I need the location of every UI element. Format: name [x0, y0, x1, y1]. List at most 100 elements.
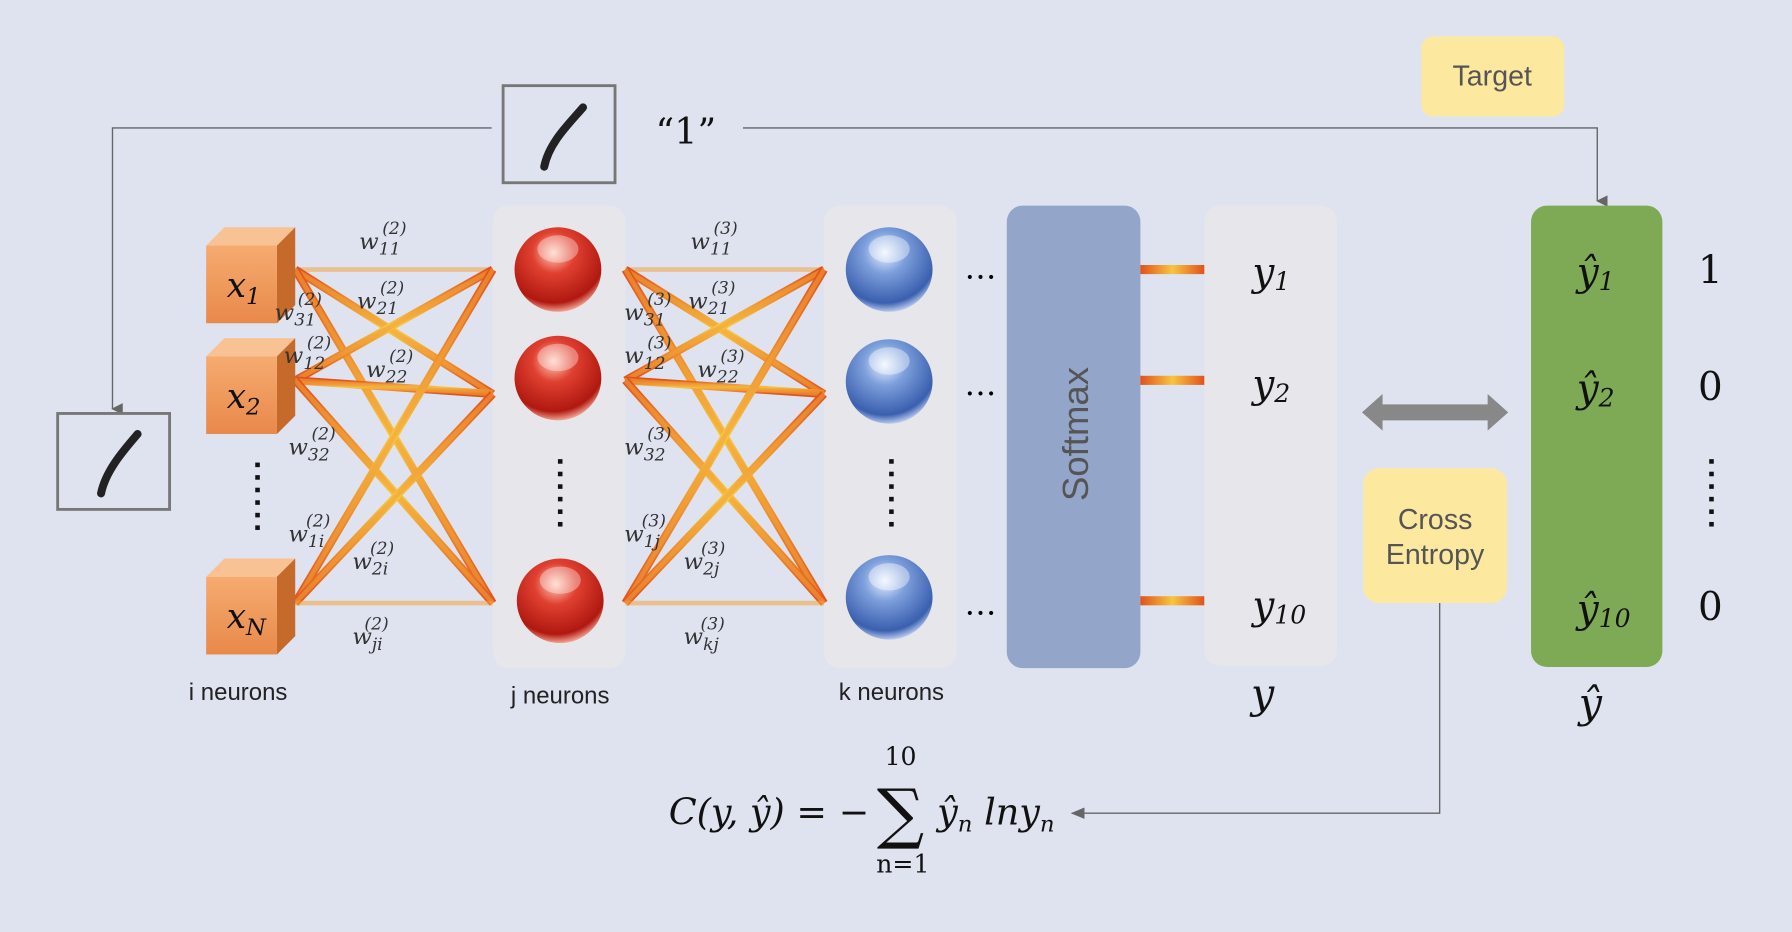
dot	[1709, 521, 1714, 527]
dot	[1709, 459, 1714, 464]
k-neurons-label: k neurons	[839, 679, 944, 706]
dot	[1709, 484, 1714, 489]
weight-edge-highlight	[295, 378, 493, 397]
weight-edge-highlight	[294, 267, 494, 383]
weight-edge-highlight	[293, 392, 495, 605]
j-neurons-label: j neurons	[510, 683, 610, 710]
hidden-neurons	[514, 227, 933, 644]
input-label: xN	[227, 597, 267, 641]
weight-edge-highlight	[293, 268, 495, 605]
weight-label-layer2: w1i(2)	[288, 512, 330, 553]
weight-label-layer2: w2i(2)	[352, 539, 394, 580]
weight-label-layer2: w11(2)	[359, 219, 406, 260]
weight-edge-highlight	[625, 378, 825, 397]
formula-term: ŷn lnyn	[935, 791, 1055, 838]
target-label-item: ŷ2	[1575, 367, 1615, 413]
weight-edge-highlight	[624, 267, 826, 396]
weight-label-layer3: w12(3)	[624, 333, 671, 374]
dot	[255, 500, 260, 505]
dot	[1709, 509, 1714, 514]
output-bar	[1140, 596, 1205, 606]
output-bar	[1140, 264, 1205, 275]
dot	[255, 487, 260, 493]
weight-edge-highlight	[293, 378, 495, 605]
k-neuron-sphere	[845, 339, 933, 424]
weight-label-layer3: w2j(3)	[684, 539, 726, 580]
weight-label-layer3: wkj(3)	[684, 614, 725, 655]
weight-edge-highlight	[623, 268, 827, 605]
dot	[889, 471, 894, 477]
input-label: x1	[227, 266, 261, 310]
cross-entropy-line1: Cross	[1398, 504, 1473, 536]
input-neurons: x1 x2 xN	[206, 227, 296, 655]
target-vector-panel	[1531, 205, 1663, 668]
formula-lhs: C(y, ŷ) = −	[669, 791, 870, 834]
dot	[255, 512, 260, 518]
k-neuron-sphere	[845, 555, 933, 640]
weight-labels: w11(2)w21(2)w31(2)w12(2)w22(2)w32(2)w1i(…	[275, 219, 745, 655]
dot	[557, 459, 563, 464]
dot	[1709, 496, 1714, 502]
weight-label-layer2: w31(2)	[275, 290, 322, 331]
cross-entropy-box: Cross Entropy	[1363, 468, 1508, 604]
formula-upper: 10	[885, 742, 917, 771]
j-neuron-sphere	[516, 558, 604, 644]
dot	[255, 462, 260, 468]
dot	[557, 496, 563, 502]
dot	[1709, 471, 1714, 477]
target-label-item: ŷ1	[1575, 251, 1615, 297]
cross-entropy-formula: C(y, ŷ) = − ∑ 10 n=1 ŷn lnyn	[669, 742, 1055, 878]
output-vector-label: y	[1249, 670, 1275, 718]
i-neurons-label: i neurons	[189, 679, 288, 706]
output-label: y1	[1250, 251, 1290, 297]
target-label-item: ŷ10	[1575, 587, 1631, 633]
dot	[889, 459, 894, 464]
output-panel	[1204, 205, 1337, 666]
compare-double-arrow-icon	[1362, 394, 1509, 431]
ellipsis-k3: …	[965, 584, 997, 622]
input-neuron-cube: x2	[206, 338, 296, 435]
cross-entropy-line2: Entropy	[1386, 539, 1485, 571]
output-label: y2	[1250, 362, 1290, 408]
softmax-block: Softmax	[1006, 205, 1141, 669]
dot	[889, 484, 894, 489]
target-value: 0	[1698, 365, 1723, 410]
weight-label-layer2: w21(2)	[357, 279, 404, 320]
weight-label-layer3: w1j(3)	[624, 512, 666, 553]
input-connector-line	[111, 127, 492, 415]
weight-label-layer3: w32(3)	[624, 425, 671, 466]
output-bar	[1140, 375, 1205, 385]
target-box: Target	[1421, 36, 1565, 117]
input-neuron-cube: xN	[206, 558, 296, 655]
j-neuron-sphere	[514, 227, 602, 312]
target-label: Target	[1453, 61, 1532, 93]
dot	[557, 521, 563, 527]
dot	[557, 509, 563, 514]
ellipsis-k1: …	[965, 249, 997, 287]
weight-label-layer2: w12(2)	[284, 333, 331, 374]
weight-edge-highlight	[294, 267, 495, 396]
weight-label-layer2: w22(2)	[366, 347, 413, 388]
loss-connector-line	[1070, 603, 1441, 819]
weight-label-layer3: w22(3)	[697, 347, 744, 388]
target-value: 0	[1698, 585, 1723, 630]
digit-label: “1”	[656, 110, 717, 153]
dot	[557, 471, 563, 477]
weight-label-layer3: w11(3)	[690, 219, 737, 260]
k-neurons-panel	[824, 205, 957, 669]
input-label: x2	[227, 377, 261, 421]
weight-label-layer3: w21(3)	[688, 279, 735, 320]
k-neuron-sphere	[845, 227, 933, 312]
j-neuron-sphere	[514, 335, 602, 421]
formula-sum-icon: ∑	[877, 775, 924, 852]
dot	[255, 475, 260, 480]
dot	[255, 525, 260, 530]
j-neurons-panel	[492, 205, 626, 669]
digit-image-left	[56, 412, 172, 511]
target-connector-line	[742, 127, 1608, 207]
dot	[889, 509, 894, 514]
weight-edge-highlight	[624, 267, 826, 383]
digit-image-top	[501, 84, 617, 185]
formula-lower: n=1	[876, 850, 929, 879]
input-neuron-cube: x1	[206, 227, 296, 324]
